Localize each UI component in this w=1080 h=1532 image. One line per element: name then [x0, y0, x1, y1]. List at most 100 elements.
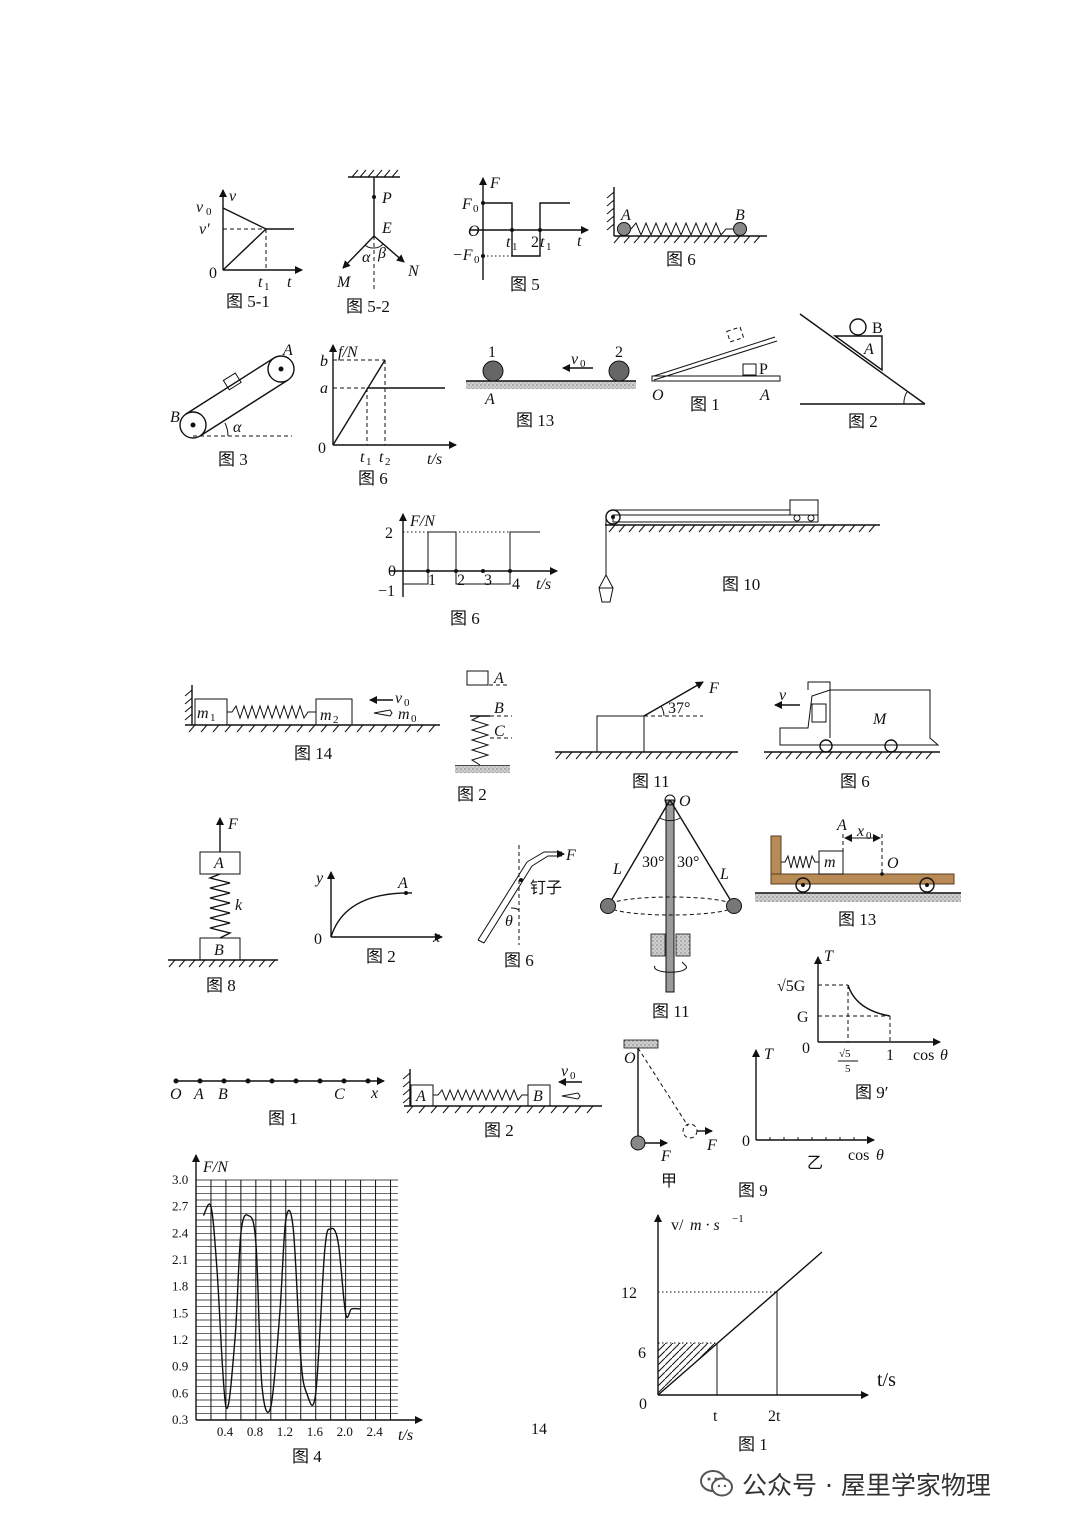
caption-fig2-curve: 图 2: [366, 947, 396, 966]
label-A: A: [484, 391, 495, 408]
label-L-right: L: [719, 866, 729, 883]
label-cos: cos: [848, 1147, 869, 1164]
label-L-left: L: [612, 861, 622, 878]
label-F0: F: [461, 196, 472, 213]
label-t1b-sub: 1: [546, 241, 552, 253]
caption-fig11-cone: 图 11: [652, 1002, 690, 1021]
figure-9: O F F 甲 T 0 cos θ 乙 图 9: [623, 1039, 884, 1200]
caption-fig13-cart: 图 13: [838, 910, 876, 929]
figure-11-cone: O L L 30° 30° 图 11: [600, 793, 742, 1021]
label-B: B: [872, 320, 883, 337]
label-t1b: t: [540, 234, 545, 251]
figure-11-block: F 37° 图 11: [555, 680, 738, 791]
figure-1-vt-chart: v/ m · s −1 12 6 0 t 2t t/s 图 1: [621, 1213, 896, 1454]
label-v: v: [229, 188, 237, 205]
label-negF0: −F: [452, 247, 473, 264]
chart4-x-tick: 0.4: [217, 1424, 234, 1439]
label-tick-3: 3: [484, 572, 492, 589]
label-F-left: F: [660, 1148, 671, 1165]
label-t1: t: [258, 274, 263, 291]
label-alpha: α: [362, 249, 371, 266]
label-G: G: [797, 1009, 809, 1026]
label-30deg-right: 30°: [677, 854, 699, 871]
chart4-y-tick: 1.2: [172, 1332, 188, 1347]
label-t: t: [287, 274, 292, 291]
label-O: O: [887, 855, 899, 872]
label-x0-sub: 0: [866, 830, 872, 842]
label-A: A: [415, 1088, 426, 1105]
figure-2-spring: A B v 0 图 2: [402, 1063, 602, 1140]
label-0: 0: [802, 1040, 810, 1057]
label-M: M: [336, 274, 352, 291]
label-A: A: [493, 670, 504, 687]
caption-fig6-spring: 图 6: [666, 250, 696, 269]
label-F: F: [708, 680, 719, 697]
figure-2-wedge: B A 图 2: [799, 313, 926, 431]
label-v0: v: [571, 351, 579, 368]
label-y: y: [314, 870, 324, 887]
figure-6-spring: A B 图 6: [606, 187, 767, 269]
chart1-xlabel: t/s: [877, 1369, 896, 1391]
label-F: F: [227, 816, 238, 833]
chart4-x-tick: 0.8: [247, 1424, 263, 1439]
caption-fig2-spring: 图 2: [484, 1121, 514, 1140]
label-t1: t: [360, 449, 365, 466]
label-v0-sub: 0: [404, 697, 410, 709]
chart4-y-tick: 2.4: [172, 1225, 189, 1240]
label-v: v: [779, 687, 787, 704]
label-v0-sub: 0: [580, 358, 586, 370]
caption-fig1-line: 图 1: [268, 1109, 298, 1128]
chart4-y-tick: 1.8: [172, 1279, 188, 1294]
label-sqrt5G: √5G: [777, 978, 806, 995]
label-negF0-sub: 0: [474, 254, 480, 266]
chart4-y-tick: 0.9: [172, 1359, 188, 1374]
label-x0: x: [856, 823, 864, 840]
label-v0-sub: 0: [570, 1070, 576, 1082]
label-FN: F/N: [409, 513, 436, 530]
label-t1-sub: 1: [512, 241, 518, 253]
label-sqrt5: √5: [839, 1048, 851, 1060]
label-1: 1: [488, 344, 496, 361]
label-O: O: [170, 1086, 182, 1103]
label-x: x: [370, 1085, 378, 1102]
chart4-x-tick: 2.0: [337, 1424, 353, 1439]
caption-fig10: 图 10: [722, 575, 760, 594]
chart4-series-line: [202, 1203, 361, 1413]
label-cos: cos: [913, 1047, 934, 1064]
label-A: A: [620, 207, 631, 224]
chart1-ytick-6: 6: [638, 1345, 646, 1362]
caption-fig1-board: 图 1: [690, 395, 720, 414]
chart4-y-tick: 3.0: [172, 1172, 188, 1187]
label-yi: 乙: [807, 1155, 823, 1172]
label-v0: v: [561, 1063, 569, 1080]
label-B: B: [218, 1086, 228, 1103]
label-A: A: [193, 1086, 204, 1103]
figure-5-1: v v 0 v′ 0 t 1 t 图 5-1: [196, 188, 303, 311]
chart4-y-tick: 2.1: [172, 1252, 188, 1267]
figure-6-force: F/N 2 0 −1 1 2 3 4 t/s 图 6: [378, 513, 558, 628]
label-ts: t/s: [427, 451, 442, 468]
caption-fig9p: 图 9′: [855, 1083, 888, 1102]
label-O: O: [652, 387, 664, 404]
figure-5: F F 0 O −F 0 t 1 2 t 1 t 图 5: [452, 175, 589, 294]
label-five: 5: [845, 1063, 851, 1075]
label-A: A: [836, 817, 847, 834]
label-C: C: [334, 1086, 345, 1103]
label-m0: m: [398, 706, 410, 723]
chart4-x-tick: 2.4: [367, 1424, 384, 1439]
watermark-text: 公众号 · 屋里学家物理: [742, 1471, 991, 1500]
chart1-ylabel-unit: m · s: [690, 1217, 720, 1234]
label-A: A: [397, 875, 408, 892]
caption-fig1-vt: 图 1: [738, 1435, 768, 1454]
label-0: 0: [314, 931, 322, 948]
wechat-icon: [700, 1470, 733, 1497]
label-origin: 0: [318, 440, 326, 457]
label-C: C: [494, 723, 505, 740]
label-x: x: [432, 929, 440, 946]
label-O: O: [624, 1050, 636, 1067]
caption-fig5: 图 5: [510, 275, 540, 294]
caption-fig5-1: 图 5-1: [226, 292, 270, 311]
figure-2-abc: A B C 图 2: [455, 670, 512, 804]
